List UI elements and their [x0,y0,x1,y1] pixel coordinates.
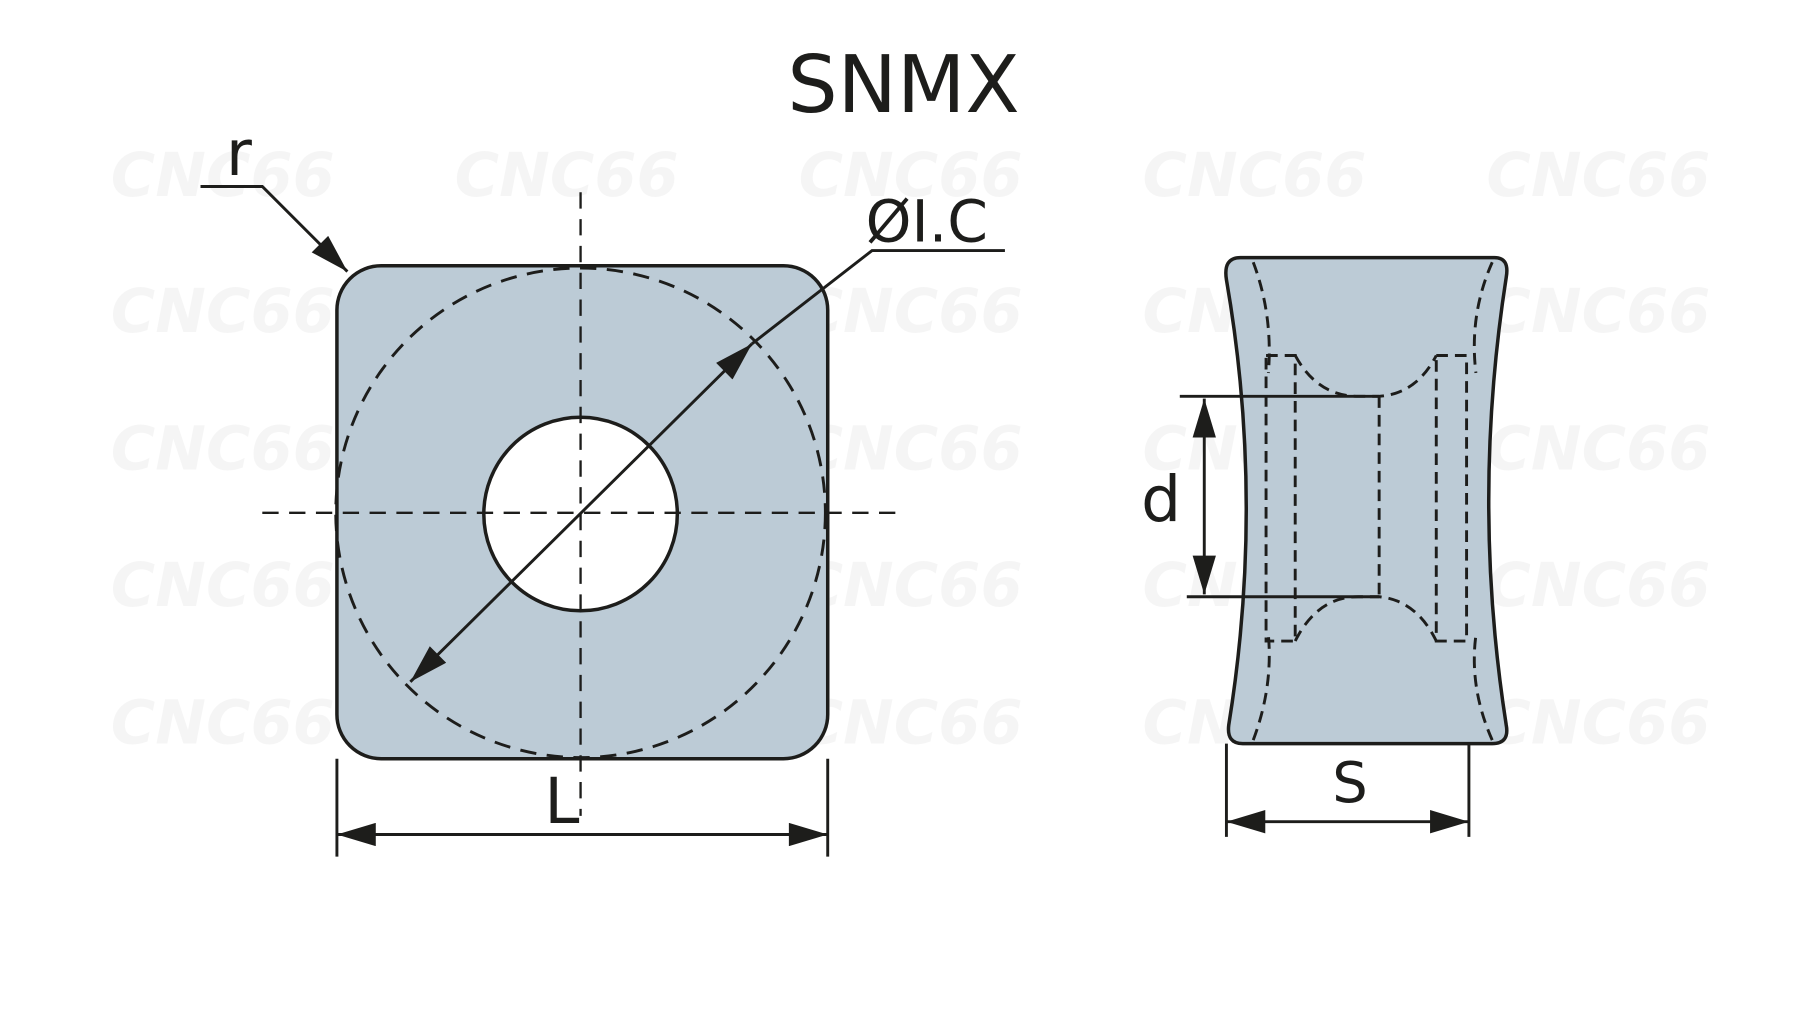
watermark-text: CNC66 [111,415,335,485]
radius-label: r [226,117,252,190]
watermark-text: CNC66 [1486,415,1710,485]
watermark-text: CNC66 [799,551,1023,621]
watermark-text: CNC66 [455,141,679,211]
length-label: L [544,765,579,838]
title: SNMX [787,38,1019,131]
radius-leader [200,185,349,273]
watermark-text: CNC66 [799,277,1023,347]
watermark-text: CNC66 [111,689,335,759]
ic-dimension-arrow [409,342,753,683]
watermark-text: CNC66 [799,689,1023,759]
ic-leader [751,249,1005,345]
insert-top-view: ØI.C r L [200,117,1005,857]
side-outline [1224,255,1509,746]
watermark-text: CNC66 [1486,551,1710,621]
s-label: S [1332,751,1368,816]
watermark-text: CNC66 [111,551,335,621]
watermark-text: CNC66 [111,277,335,347]
insert-side-view: d S [1141,255,1509,837]
watermark-text: CNC66 [799,415,1023,485]
watermark-text: CNC66 [1486,141,1710,211]
watermark-text: CNC66 [1486,277,1710,347]
watermark-text: CNC66 [1142,141,1366,211]
watermark-text: CNC66 [1486,689,1710,759]
ic-label: ØI.C [866,187,988,255]
watermark-text: CNC66 [111,141,335,211]
d-label: d [1141,463,1181,536]
